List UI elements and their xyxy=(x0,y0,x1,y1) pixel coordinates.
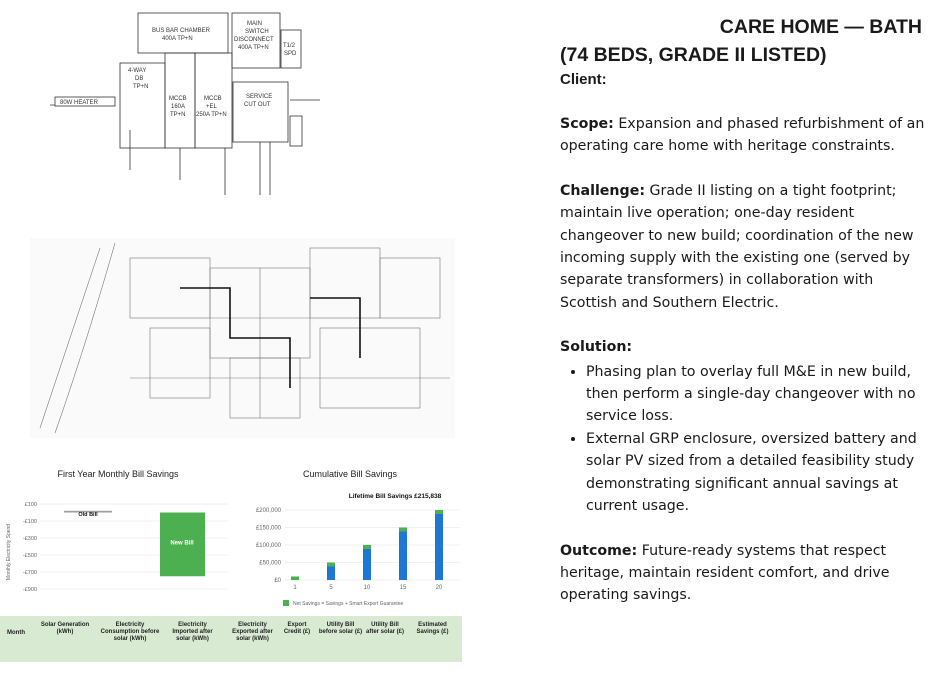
chart1-ytick: £100 xyxy=(25,502,37,508)
chart1-ytick: -£900 xyxy=(23,587,37,593)
chart2-bar-top xyxy=(291,576,299,580)
chart2-legend-swatch xyxy=(283,600,289,606)
chart2-bar xyxy=(363,545,371,580)
db4-label-3: TP+N xyxy=(133,84,149,90)
chart2-ytick: £200,000 xyxy=(256,508,282,514)
savings-table-header: Month Solar Generation (kWh) Electricity C… xyxy=(0,616,462,662)
table-column-header: Utility Bill before solar (£) xyxy=(318,622,363,635)
chart1-ytick: -£100 xyxy=(23,519,37,525)
service-label-1: SERVICE xyxy=(246,94,272,100)
heater-label: 80W HEATER xyxy=(60,100,99,106)
case-title-line1: CARE HOME — BATH xyxy=(719,16,922,38)
main-switch-label-4: 400A TP+N xyxy=(238,45,269,51)
chart1-ytick: -£500 xyxy=(23,553,37,559)
client-label: Client: xyxy=(560,71,607,88)
chart1-bar-old xyxy=(64,510,112,513)
chart1-title: First Year Monthly Bill Savings xyxy=(57,469,179,479)
chart1-ytick: -£300 xyxy=(23,536,37,542)
chart2-ytick: £50,000 xyxy=(259,561,281,567)
scope-text: Expansion and phased refurbishment of an… xyxy=(560,116,925,155)
mccb1-label-3: TP+N xyxy=(170,112,186,118)
scope-label: Scope: xyxy=(560,116,614,132)
chart2-xtick: 1 xyxy=(293,585,297,591)
main-switch-label-1: MAIN xyxy=(247,21,262,27)
solution-label: Solution: xyxy=(560,339,633,356)
chart2-xtick: 15 xyxy=(400,585,407,591)
table-column-header: Month xyxy=(7,630,25,636)
chart2-annotation: Lifetime Bill Savings £215,838 xyxy=(349,493,442,500)
challenge-label: Challenge: xyxy=(560,182,645,199)
mccb2-label-3: 250A TP+N xyxy=(196,112,227,118)
chart2-title: Cumulative Bill Savings xyxy=(303,469,398,479)
solution-section: Solution: Phasing plan to overlay full M… xyxy=(560,336,930,517)
chart2-xtick: 20 xyxy=(436,585,443,591)
db4-label-2: DB xyxy=(135,76,143,82)
outcome-section: Outcome: Future-ready systems that respe… xyxy=(560,540,930,607)
case-study-text: CARE HOME — BATH (74 BEDS, GRADE II LIST… xyxy=(560,10,930,607)
chart2-bar xyxy=(435,510,443,580)
outcome-label: Outcome: xyxy=(560,542,638,559)
cumulative-bill-savings-chart: Cumulative Bill Savings Lifetime Bill Sa… xyxy=(256,469,460,607)
chart1-ylabel: Monthly Electricity Spend xyxy=(6,524,12,580)
mccb2-label-1: MCCB xyxy=(204,96,222,102)
solution-list: Phasing plan to overlay full M&E in new … xyxy=(560,361,930,518)
busbar-label-2: 400A TP+N xyxy=(162,36,193,42)
outcome-text: Future-ready systems that respect herita… xyxy=(560,542,890,604)
chart1-bar-new-label: New Bill xyxy=(170,540,194,546)
chart2-bar-top xyxy=(327,562,335,567)
table-column-header: Electricity Exported after solar (kWh) xyxy=(232,622,273,642)
busbar-label-1: BUS BAR CHAMBER xyxy=(152,28,211,34)
spd-label-1: T1/2 xyxy=(283,43,296,49)
monthly-bill-savings-chart: First Year Monthly Bill Savings Monthly … xyxy=(6,469,228,593)
mccb2-label-2: +EL xyxy=(206,104,218,110)
floor-plan-drawing xyxy=(30,238,455,438)
chart2-bar xyxy=(399,527,407,580)
chart2-ytick: £150,000 xyxy=(256,526,282,532)
chart1-bar-new xyxy=(160,512,205,577)
chart1-bar-old-label: Old Bill xyxy=(78,512,98,518)
chart2-bar xyxy=(327,562,335,580)
chart2-ytick: £100,000 xyxy=(256,543,282,549)
service-label-2: CUT OUT xyxy=(244,102,271,108)
chart2-ytick: £0 xyxy=(274,578,281,584)
table-column-header: Export Credit (£) xyxy=(283,622,311,635)
case-title-line2: (74 BEDS, GRADE II LISTED) xyxy=(560,44,827,66)
challenge-section: Challenge: Grade II listing on a tight f… xyxy=(560,180,930,314)
table-column-header: Solar Generation (kWh) xyxy=(40,622,90,635)
spd-label-2: SPD xyxy=(284,51,297,57)
mccb1-label-1: MCCB xyxy=(169,96,187,102)
chart2-bar-top xyxy=(399,527,407,532)
mccb1-label-2: 160A xyxy=(171,104,185,110)
electrical-single-line-diagram: BUS BAR CHAMBER 400A TP+N MAIN SWITCH DI… xyxy=(50,12,320,195)
chart2-bar-top xyxy=(363,545,371,549)
scope-section: Scope: Expansion and phased refurbishmen… xyxy=(560,113,930,158)
chart2-legend: Net Savings = Savings + Smart Export Gua… xyxy=(293,601,404,607)
chart2-xtick: 10 xyxy=(364,585,371,591)
left-visual-panel: BUS BAR CHAMBER 400A TP+N MAIN SWITCH DI… xyxy=(0,0,470,673)
table-column-header: Electricity Imported after solar (kWh) xyxy=(172,622,213,642)
db4-label-1: 4-WAY xyxy=(128,68,146,74)
main-switch-label-2: SWITCH xyxy=(245,29,269,35)
solution-bullet: Phasing plan to overlay full M&E in new … xyxy=(586,361,930,428)
chart2-xtick: 5 xyxy=(329,585,333,591)
challenge-text: Grade II listing on a tight footprint; m… xyxy=(560,182,914,311)
main-switch-label-3: DISCONNECT xyxy=(234,37,274,43)
chart1-ytick: -£700 xyxy=(23,570,37,576)
solution-bullet: External GRP enclosure, oversized batter… xyxy=(586,428,930,518)
table-column-header: Utility Bill after solar (£) xyxy=(365,622,404,635)
chart2-bar-top xyxy=(435,510,443,514)
table-column-header: Estimated Savings (£) xyxy=(416,622,449,635)
table-column-header: Electricity Consumption before solar (kW… xyxy=(100,622,160,642)
